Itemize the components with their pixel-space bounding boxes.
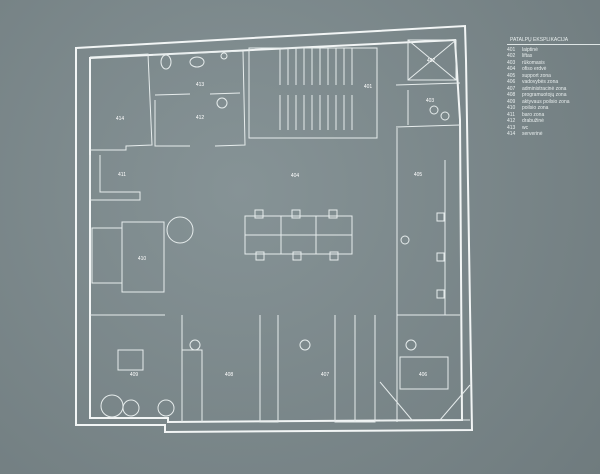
legend-room-number: 412 — [507, 118, 516, 124]
room-label-402: 402 — [427, 58, 436, 64]
stair-treads — [279, 48, 353, 130]
legend-room-number: 405 — [507, 72, 516, 79]
legend-room-name: laiptinė — [522, 46, 538, 53]
outer-wall — [75, 24, 474, 434]
legend-row: 409 aktyvaus poilsio zona — [507, 99, 600, 106]
legend-row: 405 support zona — [507, 73, 600, 80]
room-label-407: 407 — [321, 372, 330, 378]
legend-row: 414 serverinė — [507, 131, 600, 138]
legend-row: 407 administracinė zona — [507, 86, 600, 93]
legend-room-number: 413 — [507, 124, 516, 131]
elevator-shaft — [407, 39, 457, 81]
room-405-walls — [396, 128, 460, 316]
legend-room-number: 411 — [507, 111, 515, 118]
legend-room-number: 410 — [507, 105, 516, 111]
inner-wall-outline — [89, 38, 464, 424]
legend-room-name: administracinė zona — [522, 85, 567, 92]
room-403-walls — [395, 82, 461, 128]
legend-row: 412 drabužinė — [507, 118, 600, 125]
room-label-413: 413 — [196, 82, 205, 88]
room-413-walls — [152, 50, 246, 147]
room-legend: PATALPŲ EKSPLIKACIJA 401 laiptinė 402 lifta… — [507, 37, 600, 138]
legend-room-number: 409 — [507, 98, 516, 105]
legend-room-number: 404 — [507, 66, 516, 72]
legend-row: 402 liftas — [507, 53, 600, 60]
legend-room-name: wc — [522, 124, 529, 131]
room-406-table — [399, 356, 449, 390]
room-label-410: 410 — [138, 256, 147, 262]
legend-room-name: ofiso erdvė — [522, 66, 547, 72]
legend-row: 413 wc — [507, 125, 600, 132]
legend-room-number: 402 — [507, 53, 516, 59]
room-label-414: 414 — [116, 116, 125, 122]
legend-room-name: aktyvaus poilsio zona — [522, 98, 570, 105]
legend-room-name: support zona — [522, 72, 551, 79]
room-label-401: 401 — [364, 84, 373, 90]
legend-room-name: poilsio zona — [522, 105, 549, 111]
legend-room-number: 406 — [507, 79, 516, 85]
legend-room-name: vadovybės zona — [522, 79, 559, 85]
legend-room-number: 401 — [507, 46, 516, 53]
legend-row: 411 baro zona — [507, 112, 600, 119]
legend-room-number: 403 — [507, 59, 516, 66]
legend-room-name: baro zona — [522, 111, 545, 118]
legend-row: 408 programuotojų zona — [507, 92, 600, 99]
legend-room-number: 408 — [507, 92, 516, 98]
legend-room-number: 414 — [507, 131, 516, 137]
staircase — [248, 47, 378, 139]
legend-row: 401 laiptinė — [507, 47, 600, 54]
room-label-403: 403 — [426, 98, 435, 104]
room-408-walls — [181, 315, 376, 423]
room-label-405: 405 — [414, 172, 423, 178]
legend-row: 403 rūkomasis — [507, 60, 600, 67]
legend-row: 406 vadovybės zona — [507, 79, 600, 86]
room-label-411: 411 — [118, 172, 126, 178]
legend-room-number: 407 — [507, 85, 516, 92]
legend-room-name: rūkomasis — [522, 59, 545, 66]
room-label-404: 404 — [291, 173, 300, 179]
legend-room-name: serverinė — [522, 131, 543, 137]
room-411-walls — [89, 155, 141, 201]
desk-cluster — [244, 209, 353, 261]
room-label-412: 412 — [196, 115, 205, 121]
legend-row: 404 ofiso erdvė — [507, 66, 600, 73]
room-label-406: 406 — [419, 372, 428, 378]
room-414-walls — [89, 53, 153, 151]
legend-room-name: programuotojų zona — [522, 92, 567, 98]
legend-room-name: drabužinė — [522, 118, 544, 124]
legend-title: PATALPŲ EKSPLIKACIJA — [507, 37, 600, 45]
legend-row: 410 poilsio zona — [507, 105, 600, 112]
legend-room-name: liftas — [522, 53, 533, 59]
room-label-408: 408 — [225, 372, 234, 378]
room-label-409: 409 — [130, 372, 139, 378]
